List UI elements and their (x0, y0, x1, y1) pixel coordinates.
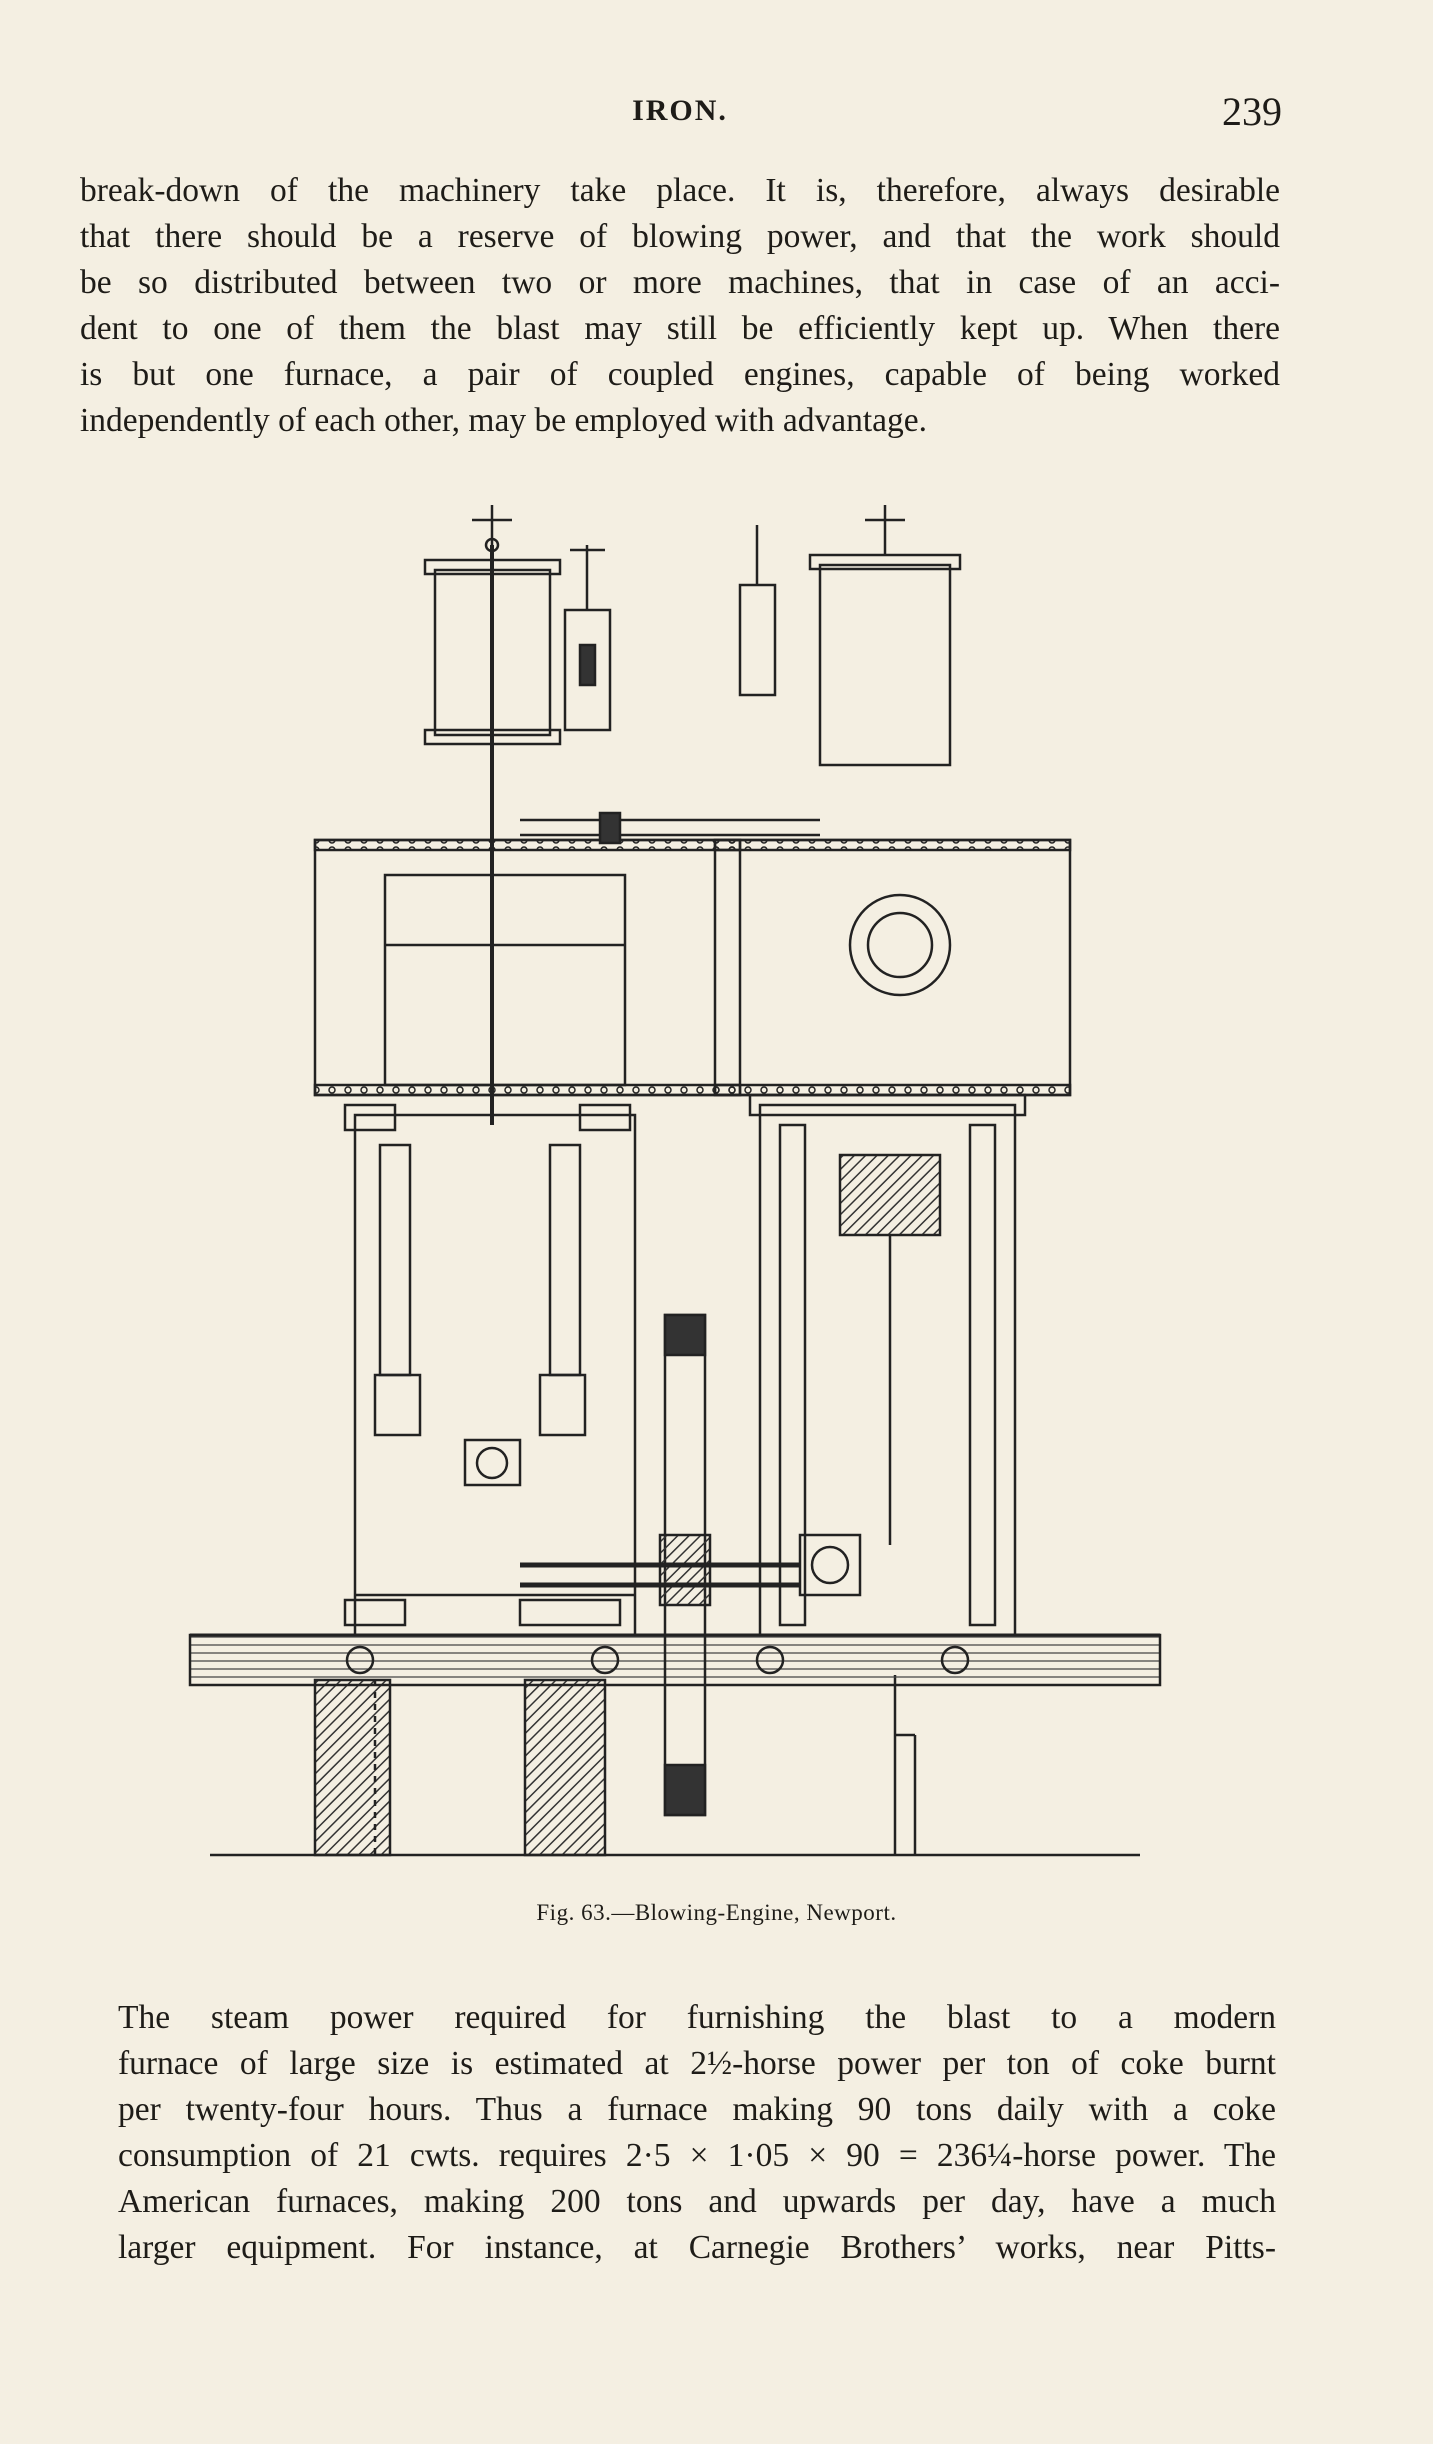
text-line: that there should be a reserve of blowin… (80, 218, 1280, 255)
paragraph-2: The steam power required for furnishing … (118, 1995, 1276, 2271)
steam-pipe (520, 811, 820, 845)
text-line: consumption of 21 cwts. requires 2·5 × 1… (118, 2137, 1276, 2174)
right-blowing-cylinder (713, 505, 1072, 1097)
flywheel (520, 1313, 800, 1817)
text-line: larger equipment. For instance, at Carne… (118, 2229, 1276, 2266)
steam-cylinder (423, 505, 562, 885)
text-line: American furnaces, making 200 tons and u… (118, 2183, 1276, 2220)
text-line: The steam power required for furnishing … (118, 1999, 1276, 2036)
text-line: break-down of the machinery take place. … (80, 172, 1280, 209)
figure-caption: Fig. 63.—Blowing-Engine, Newport. (536, 1900, 897, 1925)
text-line: independently of each other, may be empl… (80, 402, 928, 439)
column-flanges (343, 1103, 632, 1627)
running-head: IRON. (632, 94, 728, 127)
paragraph-1: break-down of the machinery take place. … (80, 168, 1280, 444)
page-number: 239 (1222, 89, 1282, 134)
engine-frame-left (353, 1113, 637, 1637)
page-header: IRON. 239 (80, 84, 1282, 134)
blowing-cylinder (313, 838, 742, 1125)
valve-gear (563, 545, 612, 732)
text-line: per twenty-four hours. Thus a furnace ma… (118, 2091, 1276, 2128)
foundation (210, 1675, 1140, 1857)
text-line: dent to one of them the blast may still … (80, 310, 1280, 347)
text-line: furnace of large size is estimated at 2½… (118, 2045, 1276, 2082)
text-line: be so distributed between two or more ma… (80, 264, 1280, 301)
text-line: is but one furnace, a pair of coupled en… (80, 356, 1280, 393)
blowing-engine-illustration (180, 505, 1180, 1885)
timber-beam (188, 1633, 1162, 1687)
engine-frame-right (748, 1093, 1027, 1637)
